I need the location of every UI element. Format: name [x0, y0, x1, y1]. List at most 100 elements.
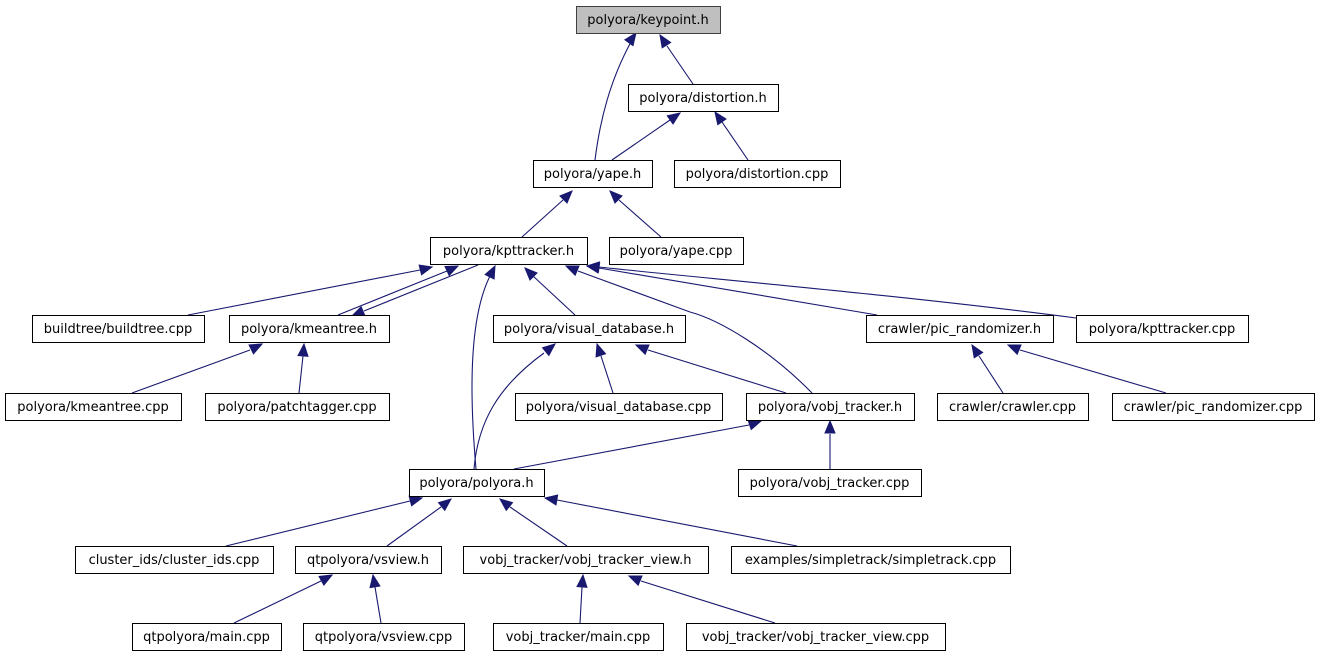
edge-line	[618, 199, 662, 238]
arrowhead-icon	[609, 190, 623, 204]
node-box[interactable]	[746, 393, 915, 421]
node-qt-main-cpp[interactable]: qtpolyora/main.cpp	[132, 623, 282, 651]
node-vobj-tracker-view-h[interactable]: vobj_tracker/vobj_tracker_view.h	[463, 546, 709, 574]
node-box[interactable]	[75, 546, 274, 574]
node-box[interactable]	[576, 6, 721, 34]
node-kmeantree-h[interactable]: polyora/kmeantree.h	[229, 315, 390, 343]
node-label: polyora/polyora.h	[419, 476, 533, 491]
node-pic-randomizer-cpp[interactable]: crawler/pic_randomizer.cpp	[1112, 393, 1315, 421]
node-box[interactable]	[738, 469, 922, 497]
edge-line	[509, 506, 568, 547]
edge-vt-main-cpp-to-vobj-tracker-view-h	[576, 573, 588, 624]
edge-line	[611, 119, 671, 161]
node-box[interactable]	[430, 237, 588, 265]
edge-line	[225, 500, 411, 547]
node-label: polyora/visual_database.cpp	[526, 400, 712, 415]
node-box[interactable]	[674, 160, 841, 188]
node-box[interactable]	[1112, 393, 1315, 421]
node-kpttracker-h[interactable]: polyora/kpttracker.h	[430, 237, 588, 265]
arrowhead-icon	[543, 494, 559, 506]
arrowhead-icon	[559, 190, 573, 204]
node-patchtagger-cpp[interactable]: polyora/patchtagger.cpp	[205, 393, 390, 421]
node-vt-main-cpp[interactable]: vobj_tracker/main.cpp	[493, 623, 664, 651]
node-box[interactable]	[132, 623, 282, 651]
edge-polyora-h-to-vobj-tracker-h	[513, 419, 763, 470]
node-box[interactable]	[866, 315, 1054, 343]
node-yape-h[interactable]: polyora/yape.h	[533, 160, 653, 188]
node-yape-cpp[interactable]: polyora/yape.cpp	[609, 237, 744, 265]
arrowhead-icon	[576, 573, 588, 588]
node-box[interactable]	[463, 546, 709, 574]
arrowhead-icon	[585, 261, 600, 273]
node-buildtree-cpp[interactable]: buildtree/buildtree.cpp	[32, 315, 205, 343]
edge-cluster-ids-cpp-to-polyora-h	[225, 495, 424, 547]
node-vobj-tracker-cpp[interactable]: polyora/vobj_tracker.cpp	[738, 469, 922, 497]
node-pic-randomizer-h[interactable]: crawler/pic_randomizer.h	[866, 315, 1054, 343]
edges-layer	[131, 31, 1167, 624]
node-box[interactable]	[686, 623, 946, 651]
node-box[interactable]	[493, 315, 686, 343]
edge-line	[978, 355, 1004, 394]
arrowhead-icon	[627, 575, 643, 587]
node-box[interactable]	[609, 237, 744, 265]
node-label: qtpolyora/main.cpp	[143, 630, 270, 645]
edge-distortion-h-to-keypoint-h	[659, 33, 694, 85]
node-simpletrack-cpp[interactable]: examples/simpletrack/simpletrack.cpp	[731, 546, 1011, 574]
edge-line	[521, 199, 564, 238]
node-kpttracker-cpp[interactable]: polyora/kpttracker.cpp	[1076, 315, 1249, 343]
node-vsview-h[interactable]: qtpolyora/vsview.h	[295, 546, 442, 574]
node-polyora-h[interactable]: polyora/polyora.h	[409, 469, 545, 497]
node-label: crawler/pic_randomizer.h	[878, 322, 1041, 337]
node-vobj-tracker-h[interactable]: polyora/vobj_tracker.h	[746, 393, 915, 421]
arrowhead-icon	[318, 574, 334, 587]
node-label: polyora/distortion.cpp	[686, 167, 829, 182]
edge-line	[532, 275, 576, 316]
arrowhead-icon	[498, 498, 514, 512]
node-label: polyora/yape.cpp	[620, 244, 733, 259]
node-label: polyora/distortion.h	[639, 91, 766, 106]
arrowhead-icon	[437, 498, 453, 512]
node-vsview-cpp[interactable]: qtpolyora/vsview.cpp	[303, 623, 465, 651]
edge-vsview-h-to-polyora-h	[386, 498, 453, 547]
node-box[interactable]	[32, 315, 205, 343]
edge-patchtagger-cpp-to-kmeantree-h	[297, 342, 309, 394]
node-box[interactable]	[409, 469, 545, 497]
node-box[interactable]	[303, 623, 465, 651]
node-box[interactable]	[1076, 315, 1249, 343]
node-label: polyora/kmeantree.h	[241, 322, 377, 337]
node-box[interactable]	[5, 393, 182, 421]
edge-vobj-tracker-cpp-to-vobj-tracker-h	[824, 419, 836, 469]
node-box[interactable]	[295, 546, 442, 574]
node-cluster-ids-cpp[interactable]: cluster_ids/cluster_ids.cpp	[75, 546, 274, 574]
edge-pic-randomizer-cpp-to-pic-randomizer-h	[1006, 344, 1167, 394]
node-box[interactable]	[205, 393, 390, 421]
node-visual-database-h[interactable]: polyora/visual_database.h	[493, 315, 686, 343]
node-kmeantree-cpp[interactable]: polyora/kmeantree.cpp	[5, 393, 182, 421]
edge-vobj-tracker-h-to-kpttracker-h	[564, 265, 813, 394]
edge-kpttracker-cpp-to-kpttracker-h	[585, 261, 1077, 319]
edge-line	[594, 39, 633, 161]
node-box[interactable]	[533, 160, 653, 188]
node-box[interactable]	[515, 393, 723, 421]
node-box[interactable]	[731, 546, 1011, 574]
node-keypoint-h[interactable]: polyora/keypoint.h	[576, 6, 721, 34]
edge-line	[666, 45, 694, 85]
node-box[interactable]	[493, 623, 664, 651]
arrowhead-icon	[1006, 344, 1022, 356]
node-crawler-cpp[interactable]: crawler/crawler.cpp	[937, 393, 1089, 421]
arrowhead-icon	[659, 33, 672, 49]
edge-kpttracker-h-to-kmeantree-h	[350, 264, 479, 317]
node-distortion-h[interactable]: polyora/distortion.h	[628, 84, 779, 112]
node-label: qtpolyora/vsview.cpp	[315, 630, 453, 645]
edge-line	[577, 270, 813, 394]
node-distortion-cpp[interactable]: polyora/distortion.cpp	[674, 160, 841, 188]
node-box[interactable]	[937, 393, 1089, 421]
node-visual-database-cpp[interactable]: polyora/visual_database.cpp	[515, 393, 723, 421]
edge-visual-database-cpp-to-visual-database-h	[595, 342, 614, 394]
node-box[interactable]	[628, 84, 779, 112]
edge-kmeantree-cpp-to-kmeantree-h	[131, 343, 264, 394]
node-vobj-tracker-view-cpp[interactable]: vobj_tracker/vobj_tracker_view.cpp	[686, 623, 946, 651]
node-label: crawler/pic_randomizer.cpp	[1124, 400, 1303, 415]
node-box[interactable]	[229, 315, 390, 343]
